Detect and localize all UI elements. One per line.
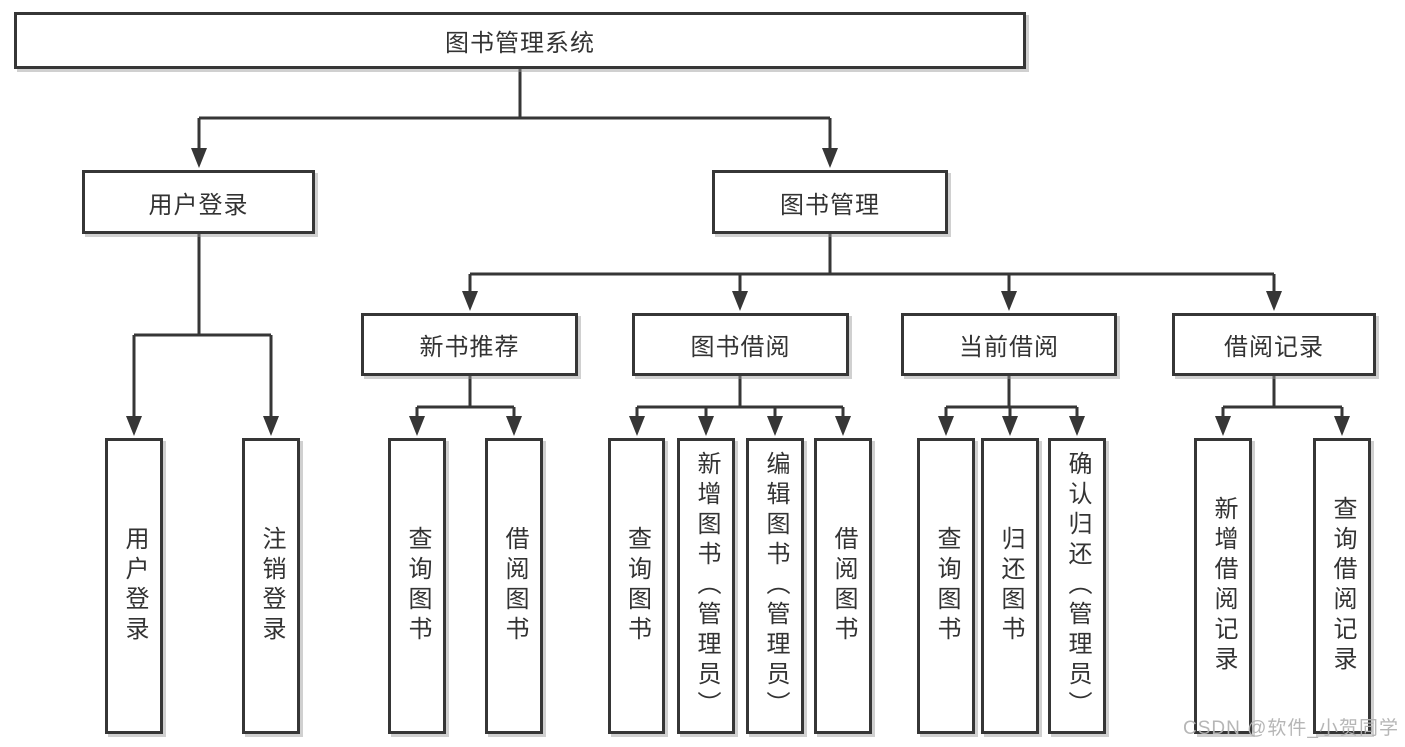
- leaf-query-borrow-record: 查询借阅记录: [1313, 438, 1371, 734]
- connector-root: [191, 69, 838, 168]
- leaf-label: 编辑图书（管理员）: [762, 451, 789, 721]
- node-label: 图书管理: [780, 191, 880, 219]
- arrow-down-icon: [126, 416, 142, 436]
- csdn-watermark: CSDN @软件_小贺同学: [1183, 718, 1399, 739]
- arrow-down-icon: [1215, 416, 1231, 436]
- arrow-down-icon: [263, 416, 279, 436]
- arrow-down-icon: [462, 291, 478, 311]
- arrow-down-icon: [835, 416, 851, 436]
- leaf-return-book: 归还图书: [981, 438, 1039, 734]
- node-new-book-recommend: 新书推荐: [361, 313, 578, 376]
- node-label: 图书管理系统: [445, 30, 595, 57]
- node-library-management-system: 图书管理系统: [14, 12, 1026, 69]
- leaf-label: 归还图书: [997, 526, 1024, 646]
- leaf-edit-book-admin: 编辑图书（管理员）: [746, 438, 804, 734]
- leaf-confirm-return-admin: 确认归还（管理员）: [1048, 438, 1106, 734]
- leaf-label: 新增借阅记录: [1210, 496, 1237, 676]
- leaf-borrow-books-recommend: 借阅图书: [485, 438, 543, 734]
- leaf-add-borrow-record: 新增借阅记录: [1194, 438, 1252, 734]
- arrow-down-icon: [1069, 416, 1085, 436]
- node-borrow-records: 借阅记录: [1172, 313, 1376, 376]
- arrow-down-icon: [506, 416, 522, 436]
- connector-book-borrowing: [629, 376, 851, 436]
- arrow-down-icon: [1001, 291, 1017, 311]
- leaf-query-books-borrowing: 查询图书: [608, 438, 665, 734]
- node-label: 借阅记录: [1224, 334, 1324, 361]
- node-book-borrowing: 图书借阅: [632, 313, 849, 376]
- leaf-label: 查询图书: [404, 526, 431, 646]
- connector-book-management: [462, 234, 1282, 311]
- leaf-user-login: 用户登录: [105, 438, 163, 734]
- leaf-label: 用户登录: [121, 526, 148, 646]
- arrow-down-icon: [629, 416, 645, 436]
- connector-user-login: [126, 234, 279, 436]
- arrow-down-icon: [191, 148, 207, 168]
- arrow-down-icon: [767, 416, 783, 436]
- leaf-borrow-books: 借阅图书: [814, 438, 872, 734]
- arrow-down-icon: [409, 416, 425, 436]
- leaf-add-book-admin: 新增图书（管理员）: [677, 438, 735, 734]
- arrow-down-icon: [938, 416, 954, 436]
- leaf-label: 确认归还（管理员）: [1064, 451, 1091, 721]
- leaf-label: 查询借阅记录: [1329, 496, 1356, 676]
- leaf-label: 查询图书: [933, 526, 960, 646]
- node-book-management: 图书管理: [712, 170, 948, 234]
- node-label: 当前借阅: [959, 334, 1059, 361]
- leaf-label: 借阅图书: [501, 526, 528, 646]
- leaf-query-books-recommend: 查询图书: [388, 438, 446, 734]
- connector-borrow-records: [1215, 376, 1350, 436]
- leaf-label: 新增图书（管理员）: [693, 451, 720, 721]
- connector-new-book-recommend: [409, 376, 522, 436]
- leaf-query-books-current: 查询图书: [917, 438, 975, 734]
- node-user-login: 用户登录: [82, 170, 315, 234]
- arrow-down-icon: [732, 291, 748, 311]
- leaf-logout: 注销登录: [242, 438, 300, 734]
- arrow-down-icon: [698, 416, 714, 436]
- node-label: 用户登录: [148, 191, 249, 219]
- leaf-label: 借阅图书: [830, 526, 857, 646]
- arrow-down-icon: [1266, 291, 1282, 311]
- arrow-down-icon: [1334, 416, 1350, 436]
- arrow-down-icon: [822, 148, 838, 168]
- arrow-down-icon: [1002, 416, 1018, 436]
- node-label: 图书借阅: [690, 334, 791, 361]
- connector-current-borrowing: [938, 376, 1085, 436]
- node-current-borrowing: 当前借阅: [901, 313, 1117, 376]
- node-label: 新书推荐: [419, 334, 520, 361]
- leaf-label: 查询图书: [623, 526, 651, 646]
- leaf-label: 注销登录: [258, 526, 285, 646]
